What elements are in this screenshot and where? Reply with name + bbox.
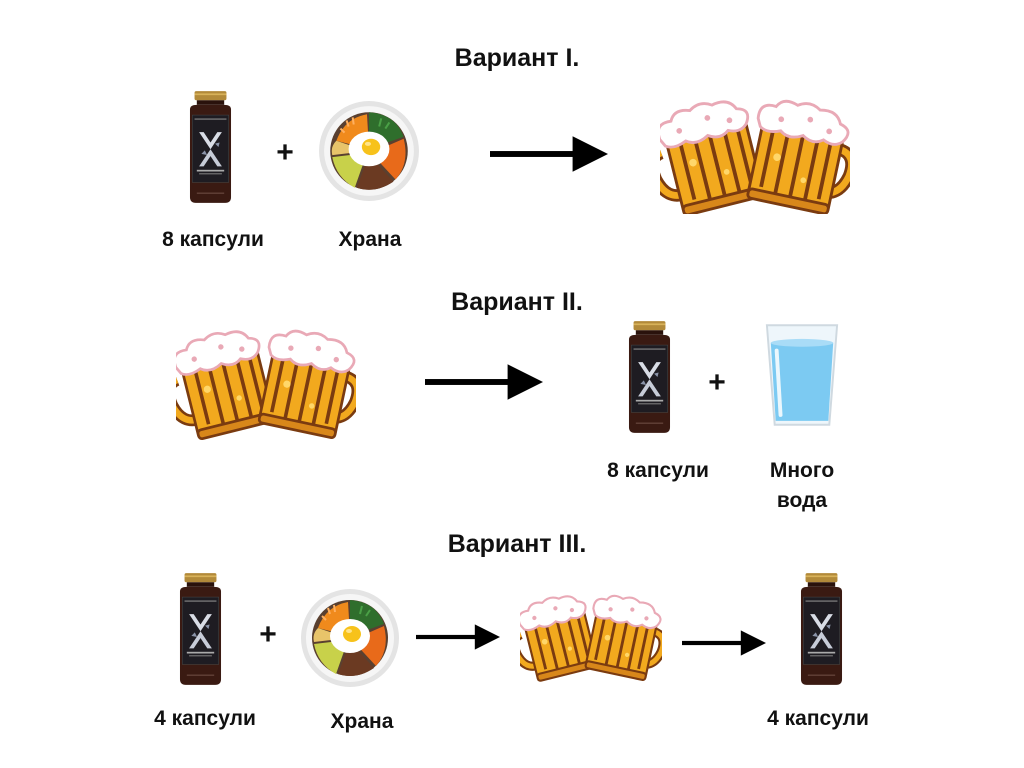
supplement-jar-icon [179,572,222,686]
water-glass-icon [764,323,840,427]
variant-1-title: Вариант I. [454,44,580,72]
plus-sign: + [276,136,294,169]
food-bowl-icon [318,100,420,202]
food-bowl-icon [300,588,400,688]
variant-2-water-label-line2: вода [776,489,828,512]
beer-mugs-icon [520,590,662,682]
supplement-jar-icon [800,572,843,686]
arrow-right-icon [416,624,500,650]
variant-3-food-label: Храна [330,710,394,733]
variant-3-capsules-label: 4 капсули [154,707,256,730]
variant-2-title: Вариант II. [451,288,583,316]
variant-1-capsules-label: 8 капсули [162,228,264,251]
supplement-jar-icon [189,90,232,204]
supplement-jar-icon [628,320,671,434]
variant-2-water-label-line1: Много [769,459,835,482]
arrow-right-icon [425,364,543,400]
plus-sign: + [259,618,277,651]
beer-mugs-icon [660,96,850,214]
arrow-right-icon [682,630,766,656]
variant-3-capsules-after-label: 4 капсули [767,707,869,730]
variant-1-food-label: Храна [338,228,402,251]
arrow-right-icon [490,136,608,172]
plus-sign: + [708,366,726,399]
variant-3-title: Вариант III. [447,530,587,558]
variant-2-capsules-label: 8 капсули [607,459,709,482]
beer-mugs-icon [176,322,356,442]
